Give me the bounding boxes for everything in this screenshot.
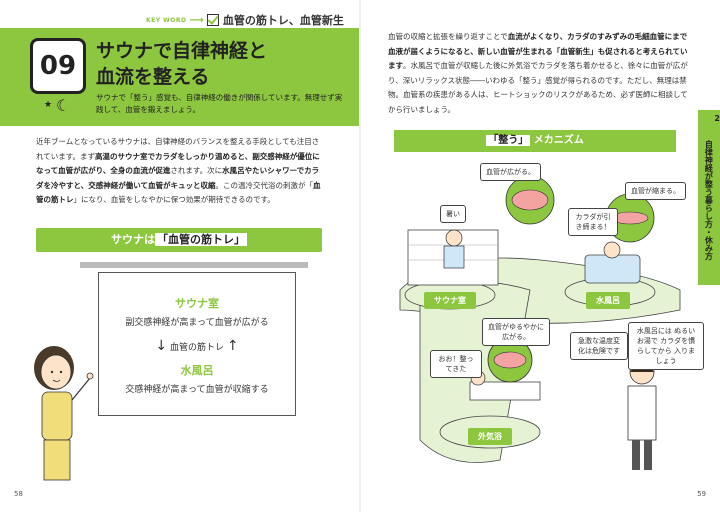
- page-number-left: 58: [14, 490, 23, 498]
- highlight-text: 水風呂やたいシャワーでカラダを冷やすと、交感神経が働いて血管がキュッと収縮: [36, 166, 320, 190]
- mechanism-quoted: 「整う」: [486, 135, 531, 146]
- checkbox-icon: [206, 14, 219, 26]
- bubble-doctor: 水風呂には ぬるいお湯で カラダを慣らしてから 入りましょう: [628, 322, 704, 370]
- mechanism-rest: メカニズム: [533, 135, 584, 146]
- moon-icon: ☾: [56, 96, 71, 115]
- title-line-1: サウナで自律神経と: [96, 40, 268, 62]
- woman-illustration: [34, 346, 94, 481]
- whiteboard: サウナ室 副交感神経が高まって血管が広がる ↓ 血管の筋トレ ↑ 水風呂 交感神…: [98, 272, 296, 416]
- body-text: されます。次に: [170, 166, 223, 175]
- highlight-text: 血管の筋トレ: [36, 180, 321, 205]
- highlight-text: 高温のサウナ室でカラダをしっかり温めると、副交感神経が優位になって血管が広がり、…: [36, 151, 320, 176]
- left-page: KEY WORD ⟶ 血管の筋トレ、血管新生 09 ★ ☾ サウナで自律神経と …: [0, 0, 360, 512]
- chapter-title: 自律神経が整う暮らし方・休み方: [704, 139, 714, 260]
- bubble-ready: おお！整ってきた: [430, 350, 482, 378]
- body-text: 」になり、血管をしなやかに保つ効果が期待できるのです。: [73, 195, 275, 204]
- tag-water: 水風呂: [586, 292, 630, 309]
- star-icon: ★: [44, 100, 53, 110]
- page-title: サウナで自律神経と 血流を整える: [96, 38, 267, 90]
- board-middle: ↓ 血管の筋トレ ↑: [99, 338, 295, 354]
- section-heading-pre: サウナは: [111, 233, 155, 246]
- section-number: 09: [30, 38, 86, 94]
- page-number-right: 59: [697, 490, 706, 498]
- mechanism-heading: 「整う」 メカニズム: [394, 130, 676, 152]
- bubble-body-tight: カラダが引き締まる！: [568, 208, 618, 236]
- right-page: 血管の収縮と拡張を繰り返すことで血流がよくなり、カラダのすみずみの毛細血管にまで…: [360, 0, 720, 512]
- section-heading: サウナは「血管の筋トレ」: [36, 228, 322, 252]
- tag-sauna: サウナ室: [424, 292, 476, 309]
- board-sauna-heading: サウナ室: [175, 297, 219, 310]
- bubble-vessel-relax: 血管がゆるやかに広がる。: [482, 318, 550, 346]
- body-text: 。この温冷交代浴の刺激が「: [215, 180, 313, 190]
- chapter-number: 2: [714, 114, 720, 123]
- arrow-right-icon: ⟶: [189, 14, 204, 26]
- body-text: 近年ブームとなっているサウナは、自律神経のバランスを整える手段としても注目されて…: [36, 137, 320, 161]
- body-text: 血管の収縮と拡張を繰り返すことで: [388, 32, 508, 41]
- body-text: 。水風呂で血管が収縮した後に外気浴でカラダを落ち着かせると、徐々に血管が広がり、…: [388, 61, 688, 114]
- arrow-down-icon: ↓: [155, 338, 168, 354]
- bubble-vessel-expand: 血管が広がる。: [480, 163, 541, 181]
- bubble-warning: 急激な温度変化は危険です: [570, 332, 628, 360]
- header-description: サウナで「整う」感覚も、自律神経の働きが関係しています。無理せず実践して、血管を…: [96, 93, 343, 114]
- tag-outside: 外気浴: [468, 428, 512, 445]
- title-line-2: 血流を整える: [96, 66, 210, 88]
- arrow-up-icon: ↑: [226, 338, 239, 354]
- highlight-text: 血流がよくなり、カラダのすみずみの毛細血管にまで血液が届くようになると、新しい血…: [388, 32, 688, 70]
- keyword-text: 血管の筋トレ、血管新生: [222, 14, 344, 27]
- board-water-text: 交感神経が高まって血管が収縮する: [125, 385, 269, 395]
- right-body-text: 血管の収縮と拡張を繰り返すことで血流がよくなり、カラダのすみずみの毛細血管にまで…: [388, 30, 688, 117]
- board-middle-text: 血管の筋トレ: [169, 343, 224, 353]
- left-body-text: 近年ブームとなっているサウナは、自律神経のバランスを整える手段としても注目されて…: [36, 135, 326, 208]
- chapter-side-tab: 2 自律神経が整う暮らし方・休み方: [698, 110, 720, 285]
- gutter: [359, 0, 361, 512]
- board-sauna-text: 副交感神経が高まって血管が広がる: [125, 318, 269, 328]
- keyword-bar: KEY WORD ⟶ 血管の筋トレ、血管新生: [146, 12, 344, 28]
- keyword-label: KEY WORD: [146, 16, 187, 24]
- board-water-heading: 水風呂: [180, 364, 214, 377]
- bubble-vessel-contract: 血管が縮まる。: [625, 182, 686, 200]
- hanging-rod: [80, 262, 308, 268]
- bubble-hot: 暑い: [440, 205, 466, 223]
- section-heading-quoted: 「血管の筋トレ」: [155, 233, 247, 246]
